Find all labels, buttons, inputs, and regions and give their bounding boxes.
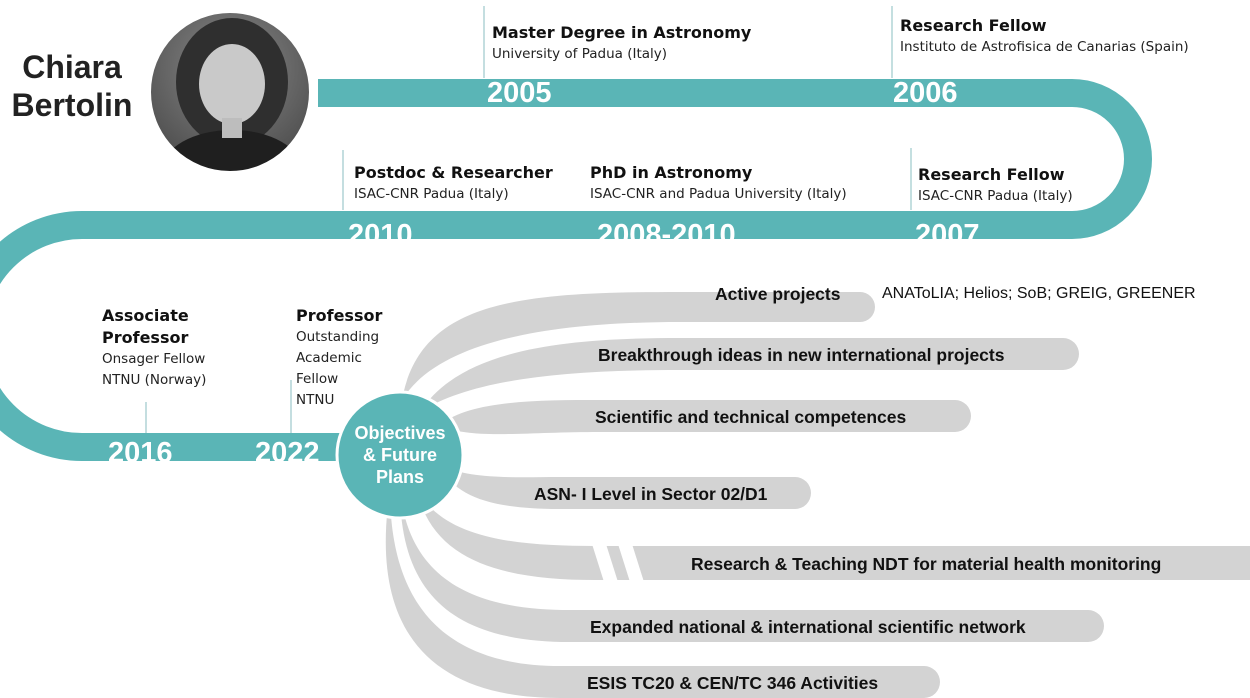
event-title: Research Fellow bbox=[900, 16, 1047, 35]
event-subtitle-line: NTNU (Norway) bbox=[102, 372, 207, 388]
event-subtitle-line: Academic bbox=[296, 350, 362, 366]
plan-research-teaching: Research & Teaching NDT for material hea… bbox=[691, 554, 1162, 574]
event-subtitle-line: Outstanding bbox=[296, 329, 380, 345]
year-2007: 2007 bbox=[915, 219, 980, 251]
event-title: PhD in Astronomy bbox=[590, 163, 753, 182]
year-2022: 2022 bbox=[255, 437, 320, 469]
event-2010: Postdoc & Researcher ISAC-CNR Padua (Ita… bbox=[354, 162, 553, 205]
event-subtitle: University of Padua (Italy) bbox=[492, 46, 668, 62]
person-name: Chiara Bertolin bbox=[6, 48, 138, 124]
active-projects-list: ANAToLIA; Helios; SoB; GREIG, GREENER bbox=[882, 285, 1196, 302]
event-title: Professor bbox=[296, 306, 383, 325]
first-name: Chiara bbox=[22, 49, 122, 85]
event-2005: Master Degree in Astronomy University of… bbox=[492, 22, 751, 65]
plan-active-projects: Active projects bbox=[715, 284, 841, 304]
event-subtitle-line: NTNU bbox=[296, 392, 335, 408]
road-breakthrough bbox=[420, 338, 1079, 412]
event-title: Research Fellow bbox=[918, 165, 1065, 184]
event-title: Postdoc & Researcher bbox=[354, 163, 553, 182]
event-2016: Associate Professor Onsager Fellow NTNU … bbox=[102, 305, 206, 391]
plan-network: Expanded national & international scient… bbox=[590, 617, 1026, 637]
road-active-projects bbox=[402, 292, 875, 400]
event-title-line: Professor bbox=[102, 328, 189, 347]
event-2006: Research Fellow Instituto de Astrofisica… bbox=[900, 15, 1189, 58]
road-esis bbox=[385, 490, 940, 698]
event-2007: Research Fellow ISAC-CNR Padua (Italy) bbox=[918, 164, 1073, 207]
event-2008-2010: PhD in Astronomy ISAC-CNR and Padua Univ… bbox=[590, 162, 847, 205]
event-subtitle: ISAC-CNR Padua (Italy) bbox=[354, 186, 509, 202]
plan-asn: ASN- I Level in Sector 02/D1 bbox=[534, 484, 768, 504]
event-title: Master Degree in Astronomy bbox=[492, 23, 752, 42]
hub-line: Objectives bbox=[354, 423, 446, 443]
plan-competences: Scientific and technical competences bbox=[595, 407, 907, 427]
event-subtitle: ISAC-CNR and Padua University (Italy) bbox=[590, 186, 847, 202]
tick-lines bbox=[145, 6, 912, 433]
road-asn bbox=[440, 465, 811, 509]
event-2022: Professor Outstanding Academic Fellow NT… bbox=[296, 305, 382, 411]
last-name: Bertolin bbox=[11, 87, 133, 123]
year-2008-2010: 2008-2010 bbox=[597, 219, 736, 251]
year-2005: 2005 bbox=[487, 77, 552, 109]
road-network bbox=[400, 490, 1104, 642]
year-2016: 2016 bbox=[108, 437, 173, 469]
year-2006: 2006 bbox=[893, 77, 958, 109]
road-break-marks bbox=[592, 544, 644, 582]
plan-esis: ESIS TC20 & CEN/TC 346 Activities bbox=[587, 673, 879, 693]
hub-label: Objectives & Future Plans bbox=[338, 422, 462, 488]
timeline-road bbox=[0, 79, 1152, 461]
year-2010: 2010 bbox=[348, 219, 413, 251]
road-competences bbox=[440, 400, 971, 435]
event-subtitle-line: Onsager Fellow bbox=[102, 351, 206, 367]
event-title-line: Associate bbox=[102, 306, 189, 325]
project-roads bbox=[385, 292, 1250, 698]
hub-line: Plans bbox=[375, 467, 425, 487]
event-subtitle: ISAC-CNR Padua (Italy) bbox=[918, 188, 1073, 204]
objectives-hub bbox=[335, 390, 465, 520]
event-subtitle: Instituto de Astrofisica de Canarias (Sp… bbox=[900, 39, 1189, 55]
portrait-photo bbox=[150, 12, 310, 172]
event-subtitle-line: Fellow bbox=[296, 371, 339, 387]
hub-line: & Future bbox=[363, 445, 437, 465]
plan-breakthrough: Breakthrough ideas in new international … bbox=[598, 345, 1005, 365]
